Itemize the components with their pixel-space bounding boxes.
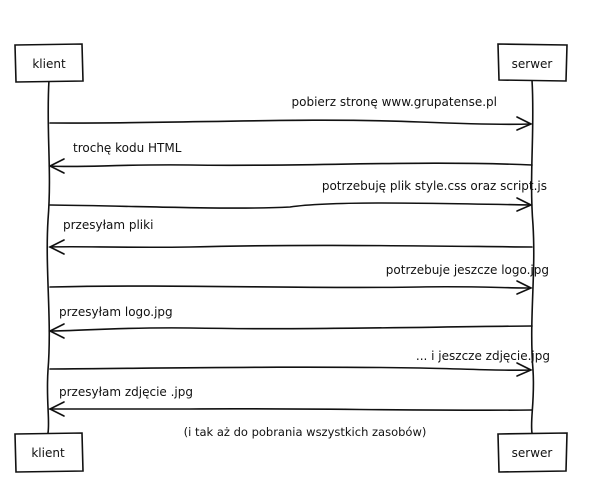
server-label-bottom: serwer (512, 446, 553, 460)
client-box-bottom: klient (14, 432, 84, 473)
server-label-top: serwer (512, 57, 553, 71)
message-4: przesyłam pliki (48, 218, 533, 255)
message-5-line (49, 285, 531, 289)
client-lifeline (46, 79, 51, 434)
message-1-arrowhead (516, 116, 533, 131)
message-8-label: przesyłam zdjęcie .jpg (59, 385, 193, 399)
message-6: przesyłam logo.jpg (48, 305, 533, 339)
server-box-bottom: serwer (497, 432, 568, 473)
message-1: pobierz stronę www.grupatense.pl (49, 95, 533, 131)
client-label-top: klient (32, 57, 66, 71)
message-5-arrowhead (516, 280, 533, 295)
message-7-line (49, 366, 531, 372)
message-7-arrowhead (516, 362, 533, 377)
message-3-line (49, 202, 531, 209)
message-3-label: potrzebuję plik style.css oraz script.js (322, 179, 547, 193)
message-8-line (49, 407, 533, 412)
message-4-arrowhead (48, 239, 65, 255)
client-label-bottom: klient (31, 446, 65, 460)
message-3: potrzebuję plik style.css oraz script.js (49, 179, 547, 212)
message-4-label: przesyłam pliki (63, 218, 153, 232)
message-2-label: trochę kodu HTML (73, 141, 182, 155)
message-6-label: przesyłam logo.jpg (59, 305, 173, 319)
message-6-line (49, 325, 533, 332)
message-2-line (49, 162, 533, 168)
message-5: potrzebuje jeszcze logo.jpg (49, 263, 549, 295)
message-7-label: ... i jeszcze zdjęcie.jpg (416, 349, 550, 363)
server-box-top: serwer (497, 43, 568, 82)
message-8-arrowhead (48, 401, 65, 417)
message-4-line (49, 244, 533, 249)
message-1-label: pobierz stronę www.grupatense.pl (292, 95, 498, 109)
message-8: przesyłam zdjęcie .jpg (48, 385, 533, 417)
footer-note: (i tak aż do pobrania wszystkich zasobów… (184, 425, 427, 439)
message-2: trochę kodu HTML (48, 141, 533, 174)
message-6-arrowhead (48, 323, 65, 339)
server-lifeline (530, 79, 535, 434)
message-1-line (49, 119, 531, 126)
message-3-arrowhead (516, 197, 533, 212)
message-7: ... i jeszcze zdjęcie.jpg (49, 349, 550, 377)
message-2-arrowhead (48, 158, 65, 174)
client-box-top: klient (14, 43, 84, 83)
message-5-label: potrzebuje jeszcze logo.jpg (386, 263, 549, 277)
